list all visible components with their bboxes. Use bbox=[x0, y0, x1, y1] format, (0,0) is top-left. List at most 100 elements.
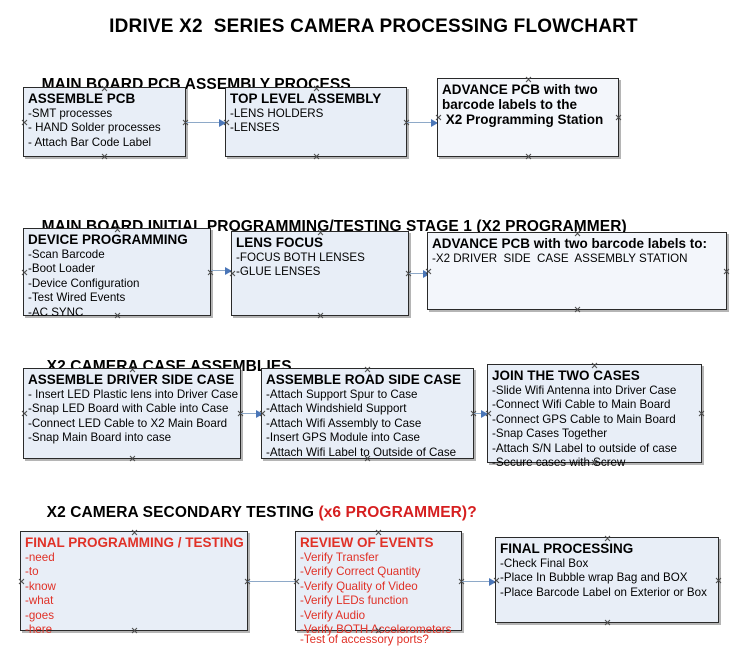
box-review-of-events[interactable]: REVIEW OF EVENTS -Verify Transfer -Verif… bbox=[295, 531, 462, 646]
connector-handle-right[interactable] bbox=[723, 268, 730, 275]
box-item: -what bbox=[25, 594, 54, 608]
box-advance-pcb-to-x2-programming-station[interactable]: ADVANCE PCB with two barcode labels to t… bbox=[437, 78, 619, 157]
box-items: -Verify Transfer -Verify Correct Quantit… bbox=[300, 551, 457, 637]
box-title: LENS FOCUS bbox=[236, 235, 324, 250]
box-title: TOP LEVEL ASSEMBLY bbox=[230, 91, 382, 106]
box-item: -Connect GPS Cable to Main Board bbox=[492, 412, 676, 426]
connector-handle-bottom[interactable] bbox=[525, 153, 532, 160]
box-item: -Attach Support Spur to Case bbox=[266, 388, 418, 401]
connector-lens-focus-to-advance-pcb bbox=[409, 269, 430, 278]
box-final-programming-testing[interactable]: FINAL PROGRAMMING / TESTING -need -to -k… bbox=[20, 531, 248, 636]
box-content: TOP LEVEL ASSEMBLY -LENS HOLDERS -LENSES bbox=[226, 88, 406, 136]
box-items: -X2 DRIVER SIDE CASE ASSEMBLY STATION bbox=[432, 252, 722, 266]
box-final-processing[interactable]: FINAL PROCESSING -Check Final Box -Place… bbox=[495, 537, 719, 623]
box-item: -Check Final Box bbox=[500, 557, 589, 570]
box-content: JOIN THE TWO CASES -Slide Wifi Antenna i… bbox=[488, 365, 701, 470]
box-assemble-road-side-case[interactable]: ASSEMBLE ROAD SIDE CASE -Attach Support … bbox=[261, 368, 474, 459]
box-item: -Insert GPS Module into Case bbox=[266, 431, 421, 445]
section-heading-text: X2 CAMERA SECONDARY TESTING bbox=[46, 504, 319, 521]
box-title: ADVANCE PCB with two barcode labels to t… bbox=[442, 82, 604, 127]
box-item: -Attach S/N Label to outside of case bbox=[492, 441, 677, 455]
box-content: ASSEMBLE DRIVER SIDE CASE - Insert LED P… bbox=[24, 369, 240, 446]
connector-handle-bottom[interactable] bbox=[574, 306, 581, 313]
box-item: -AC SYNC bbox=[28, 305, 84, 319]
box-title: FINAL PROGRAMMING / TESTING bbox=[25, 535, 244, 550]
arrow-head-icon bbox=[225, 266, 232, 275]
connector-road-side-to-join-cases bbox=[474, 409, 488, 418]
box-content: ADVANCE PCB with two barcode labels to: … bbox=[428, 233, 726, 266]
box-item: -Verify LEDs function bbox=[300, 594, 409, 608]
connector-handle-bottom[interactable] bbox=[313, 153, 320, 160]
box-item: - HAND Solder processes bbox=[28, 121, 161, 135]
box-lens-focus[interactable]: LENS FOCUS -FOCUS BOTH LENSES -GLUE LENS… bbox=[231, 231, 409, 316]
box-title: REVIEW OF EVENTS bbox=[300, 535, 434, 550]
section-heading-x2-camera-secondary-testing: X2 CAMERA SECONDARY TESTING (x6 PROGRAMM… bbox=[29, 486, 477, 540]
connector-assemble-pcb-to-top-level bbox=[186, 118, 226, 127]
box-title: ADVANCE PCB with two barcode labels to: bbox=[432, 236, 708, 251]
box-title: ASSEMBLE DRIVER SIDE CASE bbox=[28, 372, 235, 387]
section-heading-accent: (x6 PROGRAMMER)? bbox=[318, 504, 477, 521]
box-item: -Attach Wifi Assembly to Case bbox=[266, 416, 422, 430]
box-title: ASSEMBLE PCB bbox=[28, 91, 136, 106]
box-item: -GLUE LENSES bbox=[236, 265, 321, 279]
box-item: -Snap Cases Together bbox=[492, 427, 608, 441]
arrow-head-icon bbox=[431, 118, 438, 127]
connector-handle-bottom[interactable] bbox=[101, 153, 108, 160]
box-title: ASSEMBLE ROAD SIDE CASE bbox=[266, 372, 462, 387]
box-item: -Attach Windshield Support bbox=[266, 402, 407, 416]
box-title: JOIN THE TWO CASES bbox=[492, 368, 640, 383]
box-item: -Connect LED Cable to X2 Main Board bbox=[28, 416, 228, 430]
box-items: -Check Final Box -Place In Bubble wrap B… bbox=[500, 557, 714, 600]
box-item: -X2 DRIVER SIDE CASE ASSEMBLY STATION bbox=[432, 252, 688, 265]
box-content: LENS FOCUS -FOCUS BOTH LENSES -GLUE LENS… bbox=[232, 232, 408, 280]
box-item: -Device Configuration bbox=[28, 276, 140, 290]
connector-driver-side-to-road-side bbox=[241, 409, 263, 418]
box-items: -FOCUS BOTH LENSES -GLUE LENSES bbox=[236, 251, 404, 280]
box-items: -Scan Barcode -Boot Loader -Device Confi… bbox=[28, 248, 206, 320]
box-advance-pcb-to-driver-side-case-station[interactable]: ADVANCE PCB with two barcode labels to: … bbox=[427, 232, 727, 310]
box-item: -Verify Quality of Video bbox=[300, 579, 418, 593]
box-top-level-assembly[interactable]: TOP LEVEL ASSEMBLY -LENS HOLDERS -LENSES bbox=[225, 87, 407, 157]
box-device-programming[interactable]: DEVICE PROGRAMMING -Scan Barcode -Boot L… bbox=[23, 228, 211, 319]
box-content: DEVICE PROGRAMMING -Scan Barcode -Boot L… bbox=[24, 229, 210, 320]
box-item: -LENS HOLDERS bbox=[230, 107, 324, 120]
arrow-head-icon bbox=[481, 409, 488, 418]
box-item: -Connect Wifi Cable to Main Board bbox=[492, 398, 671, 412]
box-items: -LENS HOLDERS -LENSES bbox=[230, 107, 402, 136]
box-item: -to bbox=[25, 565, 39, 579]
box-item: -Secure cases with Screw bbox=[492, 456, 626, 470]
box-item: -FOCUS BOTH LENSES bbox=[236, 251, 365, 264]
connector-device-programming-to-lens-focus bbox=[211, 266, 232, 275]
box-item: -Verify Transfer bbox=[300, 551, 379, 564]
box-items: -Attach Support Spur to Case -Attach Win… bbox=[266, 388, 469, 460]
arrow-head-icon bbox=[219, 118, 226, 127]
box-content: ASSEMBLE ROAD SIDE CASE -Attach Support … bbox=[262, 369, 473, 460]
box-item: -Boot Loader bbox=[28, 262, 96, 276]
arrow-head-icon bbox=[256, 409, 263, 418]
box-item: -Verify Audio bbox=[300, 608, 366, 622]
box-join-the-two-cases[interactable]: JOIN THE TWO CASES -Slide Wifi Antenna i… bbox=[487, 364, 702, 469]
box-title: DEVICE PROGRAMMING bbox=[28, 232, 188, 247]
box-item: -Attach Wifi Label to Outside of Case bbox=[266, 445, 457, 459]
box-items: - Insert LED Plastic lens into Driver Ca… bbox=[28, 388, 239, 446]
arrow-head-icon bbox=[489, 577, 496, 586]
connector-handle-bottom[interactable] bbox=[604, 619, 611, 626]
box-item: -SMT processes bbox=[28, 107, 113, 120]
box-items: -SMT processes - HAND Solder processes -… bbox=[28, 107, 181, 150]
box-item: -Verify Correct Quantity bbox=[300, 565, 421, 579]
connector-handle-bottom[interactable] bbox=[317, 312, 324, 319]
connector-handle-bottom[interactable] bbox=[129, 455, 136, 462]
box-assemble-driver-side-case[interactable]: ASSEMBLE DRIVER SIDE CASE - Insert LED P… bbox=[23, 368, 241, 459]
box-item: - Insert LED Plastic lens into Driver Ca… bbox=[28, 388, 239, 401]
box-assemble-pcb[interactable]: ASSEMBLE PCB -SMT processes - HAND Solde… bbox=[23, 87, 186, 157]
box-content: REVIEW OF EVENTS -Verify Transfer -Verif… bbox=[296, 532, 461, 637]
box-item: -Test Wired Events bbox=[28, 291, 126, 305]
arrow-head-icon bbox=[423, 269, 430, 278]
box-item: -Snap LED Board with Cable into Case bbox=[28, 402, 229, 416]
box-item: -Verify BOTH Accelerometers bbox=[300, 623, 452, 637]
box-content: ASSEMBLE PCB -SMT processes - HAND Solde… bbox=[24, 88, 185, 150]
box-item: - Attach Bar Code Label bbox=[28, 135, 152, 149]
box-item: -Slide Wifi Antenna into Driver Case bbox=[492, 384, 677, 397]
box-item: -need bbox=[25, 551, 55, 564]
